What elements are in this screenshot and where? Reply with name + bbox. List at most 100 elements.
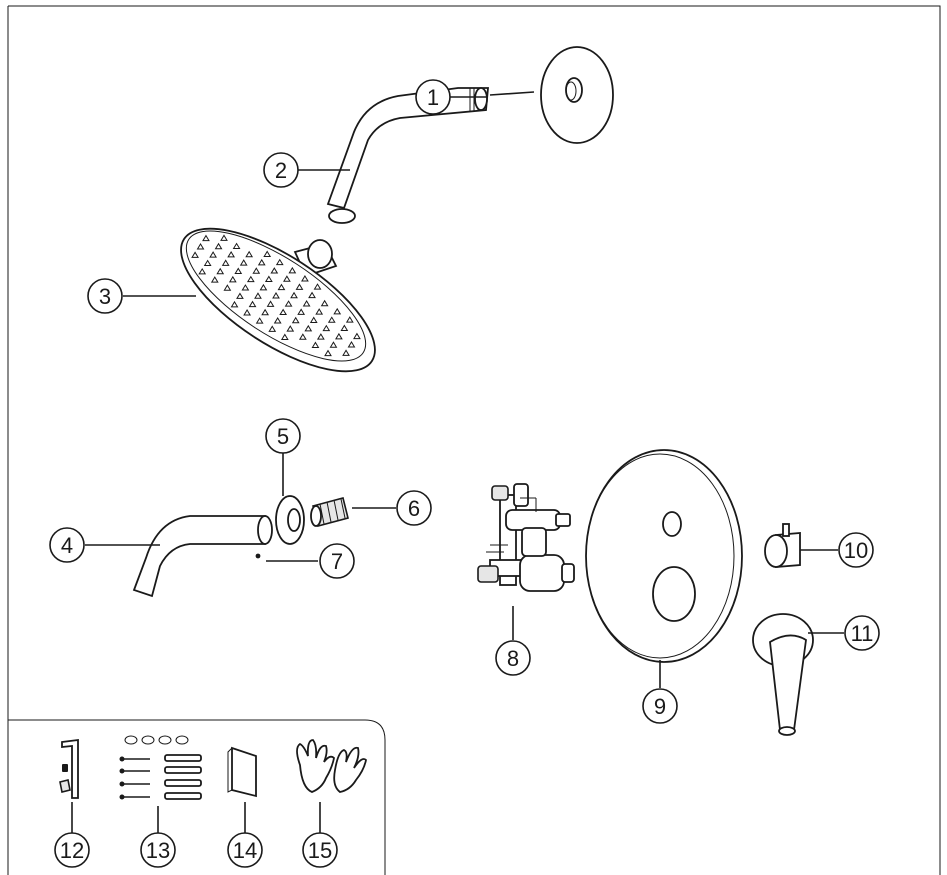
screw-head: [119, 756, 125, 762]
nozzle: [329, 341, 338, 348]
nozzle: [203, 259, 212, 267]
nozzle: [245, 250, 254, 258]
nozzle: [335, 332, 343, 340]
nozzle: [261, 308, 269, 316]
nozzle: [221, 259, 230, 266]
nozzle: [286, 325, 295, 332]
leader-1: [450, 91, 535, 98]
callout-10: 10: [838, 532, 874, 568]
callout-number: 2: [275, 158, 287, 183]
gloves-part: [296, 739, 367, 793]
callout-number: 11: [851, 621, 874, 646]
set-screw-part: [255, 553, 261, 559]
callout-number: 3: [99, 284, 111, 309]
callout-number: 15: [308, 838, 332, 863]
trim-plate-part: [585, 449, 743, 663]
nozzle: [263, 250, 272, 258]
nozzle: [340, 324, 349, 331]
nozzle: [191, 251, 199, 258]
nozzle: [239, 259, 248, 266]
callout-number: 4: [61, 533, 73, 558]
nozzle: [266, 300, 275, 307]
screws-and-anchors-part: [119, 735, 202, 800]
nozzle: [241, 284, 250, 291]
diverter-knob-part: [764, 523, 801, 568]
callout-circle: [263, 152, 299, 188]
nozzle: [264, 275, 273, 282]
nozzle: [333, 307, 342, 315]
nozzle: [316, 333, 325, 340]
frame-border: [7, 5, 941, 875]
callout-circle: [302, 832, 338, 868]
anchor: [164, 754, 202, 762]
nozzle: [279, 308, 288, 316]
nozzle: [202, 234, 210, 242]
nozzle: [252, 267, 261, 274]
anchor: [164, 792, 202, 800]
nozzle: [315, 308, 324, 315]
callout-circle: [49, 527, 85, 563]
nozzle: [288, 266, 297, 274]
washer-part: [275, 495, 305, 545]
nozzle: [234, 267, 243, 274]
nozzle: [309, 316, 318, 324]
callout-8: 8: [495, 640, 531, 676]
callout-circle: [642, 688, 678, 724]
nozzle: [311, 341, 320, 348]
callout-5: 5: [265, 418, 301, 454]
nozzle: [320, 299, 329, 307]
anchor: [164, 766, 202, 774]
nozzle: [214, 242, 223, 250]
nozzle: [342, 349, 350, 356]
callout-circle: [844, 615, 880, 651]
nozzle: [304, 324, 313, 332]
lever-handle-part: [752, 613, 814, 736]
nozzle: [275, 258, 284, 266]
nozzle: [308, 291, 316, 299]
callout-circle: [838, 532, 874, 568]
callout-2: 2: [263, 152, 299, 188]
nozzle: [270, 267, 279, 274]
callout-1: 1: [415, 79, 451, 115]
callout-circle: [495, 640, 531, 676]
nozzle: [198, 267, 207, 275]
callout-circle: [227, 832, 263, 868]
callout-circle: [415, 79, 451, 115]
nozzle: [210, 276, 219, 283]
cap: [175, 735, 189, 745]
callout-number: 1: [427, 85, 439, 110]
nozzle: [322, 324, 331, 332]
nozzle: [209, 251, 217, 258]
callout-number: 12: [60, 838, 84, 863]
callout-number: 5: [277, 424, 289, 449]
threaded-adapter-part: [310, 497, 349, 527]
shower-arm-part: [326, 87, 489, 224]
callout-15: 15: [302, 832, 338, 868]
callout-9: 9: [642, 688, 678, 724]
nozzle-pattern: [191, 234, 361, 357]
nozzle: [257, 258, 266, 266]
callout-12: 12: [54, 832, 90, 868]
callout-3: 3: [87, 278, 123, 314]
nozzle: [302, 299, 311, 307]
valve-body-part: [477, 483, 575, 592]
nozzle: [230, 300, 239, 308]
nozzle: [273, 316, 282, 324]
nozzle: [246, 275, 255, 283]
callout-circle: [54, 832, 90, 868]
nozzle: [327, 316, 336, 323]
nozzle: [196, 243, 205, 250]
wall-flange-part: [540, 46, 614, 144]
nozzle: [313, 283, 322, 290]
nozzle: [268, 325, 277, 332]
callout-number: 6: [408, 496, 420, 521]
leader-lines: [71, 91, 844, 833]
callout-6: 6: [396, 490, 432, 526]
nozzle: [232, 242, 241, 250]
callout-circle: [396, 490, 432, 526]
nozzle: [297, 308, 306, 315]
screw-head: [119, 781, 125, 787]
cap: [141, 735, 155, 745]
